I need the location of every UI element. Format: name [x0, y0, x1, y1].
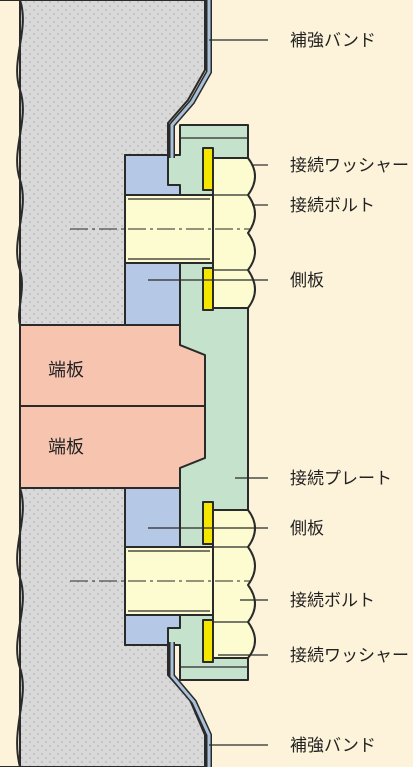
leader-lines	[148, 39, 268, 746]
bolt-assembly-lower	[70, 501, 256, 663]
label-side-plate-bottom: 側板	[290, 519, 324, 539]
label-washer-top: 接続ワッシャー	[290, 156, 409, 176]
label-washer-bottom: 接続ワッシャー	[290, 646, 409, 666]
bolt-assembly-upper	[70, 147, 256, 311]
end-plate-lower-label: 端板	[48, 437, 84, 458]
bolt-head-lower	[212, 509, 256, 659]
label-side-plate-top: 側板	[290, 271, 324, 291]
washer-lower-top	[202, 501, 214, 545]
washer-lower-bottom	[202, 619, 214, 663]
label-bolt-top: 接続ボルト	[290, 196, 375, 216]
bolt-head-upper	[212, 157, 256, 309]
label-band-top: 補強バンド	[290, 31, 376, 51]
reinforcement-band-upper-fill	[170, 0, 211, 158]
reinforcement-band-lower-fill	[170, 642, 211, 767]
label-connection-plate: 接続プレート	[290, 469, 392, 489]
label-bolt-bottom: 接続ボルト	[290, 591, 375, 611]
concrete-break-line	[16, 0, 24, 767]
label-band-bottom: 補強バンド	[290, 736, 376, 756]
washer-upper-bottom	[202, 267, 214, 311]
end-plate-upper-label: 端板	[48, 360, 84, 381]
washer-upper-top	[202, 147, 214, 191]
